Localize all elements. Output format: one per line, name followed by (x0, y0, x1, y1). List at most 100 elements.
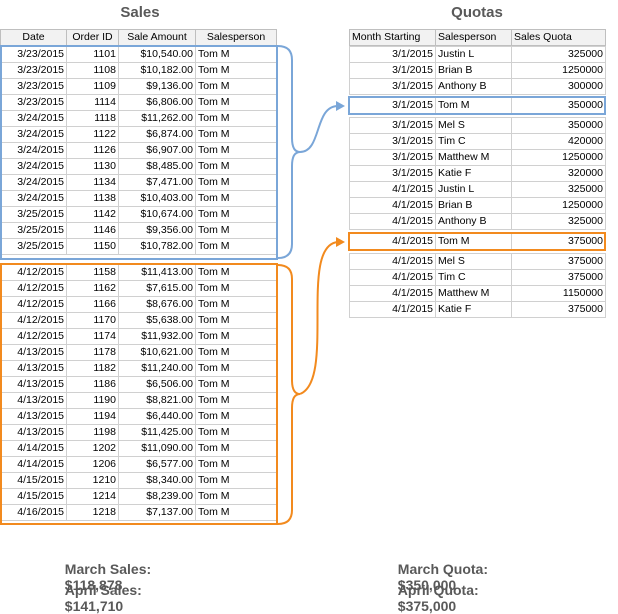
table-cell: $7,471.00 (118, 174, 196, 191)
table-cell: 4/1/2015 (349, 301, 436, 318)
table-cell: $8,239.00 (118, 488, 196, 505)
table-cell: 375000 (511, 301, 606, 318)
table-cell: 4/1/2015 (349, 253, 436, 270)
table-cell: 1130 (66, 158, 119, 175)
march-quota-value: $350,000 (397, 577, 457, 593)
table-cell: 1250000 (511, 62, 606, 79)
table-cell: 1146 (66, 222, 119, 239)
table-cell: 1162 (66, 280, 119, 297)
table-cell: 1250000 (511, 197, 606, 214)
quotas-header-sales-quota: Sales Quota (511, 29, 606, 46)
table-cell: 320000 (511, 165, 606, 182)
sales-title: Sales (120, 4, 160, 21)
table-cell: 3/1/2015 (349, 62, 436, 79)
table-cell: Tom M (195, 94, 277, 111)
table-cell: Katie F (435, 301, 512, 318)
april-sales-value: $141,710 (64, 598, 124, 614)
table-cell: Tom M (195, 174, 277, 191)
table-cell: 4/1/2015 (349, 269, 436, 286)
sales-header-order-id: Order ID (66, 29, 119, 46)
march-quota-highlight-box (348, 96, 606, 115)
table-cell: $7,615.00 (118, 280, 196, 297)
table-cell: 4/14/2015 (0, 440, 67, 457)
table-cell: Tom M (195, 376, 277, 393)
table-cell: 4/13/2015 (0, 408, 67, 425)
table-cell: Tom M (195, 222, 277, 239)
march-bracket (277, 45, 301, 259)
table-cell: $11,240.00 (118, 360, 196, 377)
april-sales-label: April Sales: (64, 582, 142, 598)
table-cell: 3/24/2015 (0, 110, 67, 127)
sales-header-sale-amount: Sale Amount (118, 29, 196, 46)
table-cell: 375000 (511, 253, 606, 270)
table-cell: 4/1/2015 (349, 181, 436, 198)
table-cell: 4/15/2015 (0, 472, 67, 489)
table-cell: $11,932.00 (118, 328, 196, 345)
march-connector-arrow (299, 105, 339, 153)
table-cell: 4/1/2015 (349, 285, 436, 302)
table-cell: 300000 (511, 78, 606, 95)
table-cell: Mel S (435, 253, 512, 270)
table-cell: 1178 (66, 344, 119, 361)
table-cell: Katie F (435, 165, 512, 182)
table-cell: Tom M (195, 504, 277, 521)
table-cell: 1182 (66, 360, 119, 377)
table-cell: Tom M (195, 392, 277, 409)
table-cell: 1122 (66, 126, 119, 143)
table-cell: Tom M (435, 97, 512, 114)
table-cell: 3/1/2015 (349, 149, 436, 166)
table-cell: 1218 (66, 504, 119, 521)
table-cell: Tom M (195, 158, 277, 175)
table-cell: Tom M (435, 233, 512, 250)
table-cell: Justin L (435, 46, 512, 63)
table-cell: 3/1/2015 (349, 117, 436, 134)
table-cell: Anthony B (435, 213, 512, 230)
table-cell: 325000 (511, 213, 606, 230)
table-cell: Tom M (195, 190, 277, 207)
sales-table-header: Date Order ID Sale Amount Salesperson (0, 29, 277, 46)
table-cell: Matthew M (435, 285, 512, 302)
table-cell: 350000 (511, 117, 606, 134)
table-cell: 3/23/2015 (0, 62, 67, 79)
table-cell: 4/13/2015 (0, 344, 67, 361)
table-cell: Brian B (435, 197, 512, 214)
table-cell: Tom M (195, 280, 277, 297)
table-cell: 4/13/2015 (0, 360, 67, 377)
table-cell: 1118 (66, 110, 119, 127)
table-cell: 1194 (66, 408, 119, 425)
march-sales-value: $118,878 (64, 577, 123, 593)
table-cell: 1190 (66, 392, 119, 409)
sales-header-date: Date (0, 29, 67, 46)
quotas-header-salesperson: Salesperson (435, 29, 512, 46)
table-cell: 3/1/2015 (349, 133, 436, 150)
april-quota-summary: April Quota: $375,000 (390, 566, 498, 614)
quotas-header-month-starting: Month Starting (349, 29, 436, 46)
table-cell: 4/14/2015 (0, 456, 67, 473)
table-cell: 3/1/2015 (349, 165, 436, 182)
table-cell: Justin L (435, 181, 512, 198)
table-cell: $11,090.00 (118, 440, 196, 457)
april-sales-summary: April Sales: $141,710 (57, 566, 161, 614)
table-cell: 4/16/2015 (0, 504, 67, 521)
table-cell: $7,137.00 (118, 504, 196, 521)
table-cell: 1198 (66, 424, 119, 441)
april-sales-highlight-box (0, 263, 278, 525)
table-cell: $6,907.00 (118, 142, 196, 159)
